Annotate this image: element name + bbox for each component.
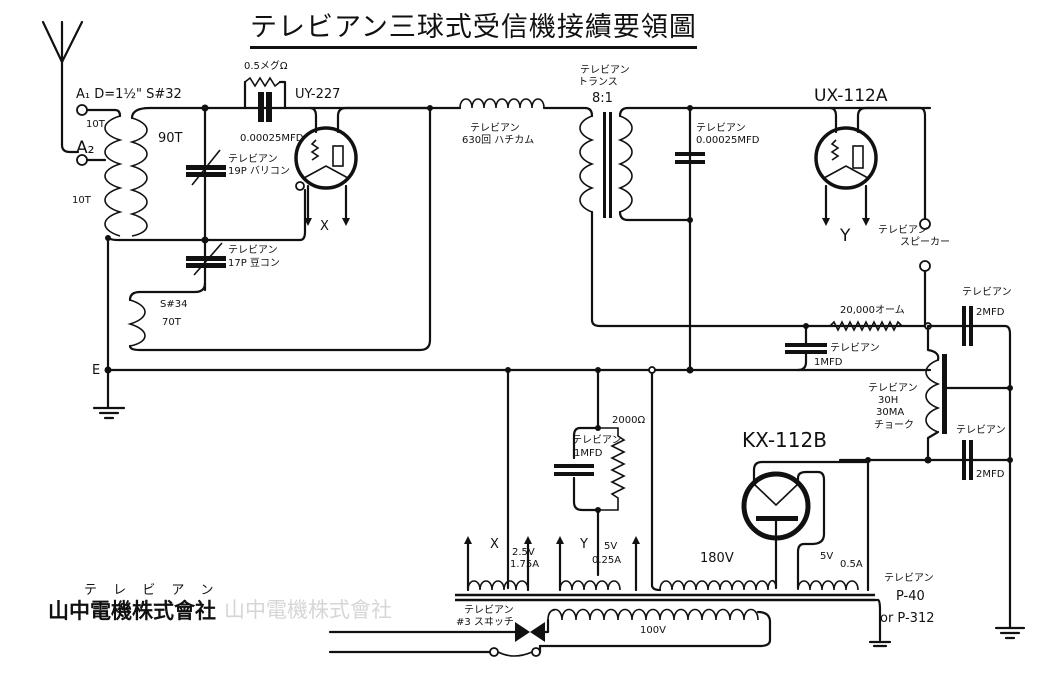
antenna-coil-primary (104, 115, 123, 237)
winding-rect-current: 0.5A (840, 559, 863, 570)
switch-label: #3 スヰッチ (456, 617, 514, 628)
terminal-a2-label: A₂ (76, 138, 95, 158)
cap-2mfd-bottom-value: 2MFD (976, 469, 1005, 480)
bias-cap-value: 1MFD (574, 448, 603, 459)
winding-y-voltage: 5V (604, 541, 618, 552)
winding-x-voltage: 2.5V (512, 547, 535, 558)
rf-choke-brand: テレビアン (470, 123, 520, 134)
company-name-faded: 山中電機株式會社 (224, 598, 392, 622)
af-choke-brand: テレビアン (868, 383, 918, 394)
cap-2mfd-top-value: 2MFD (976, 307, 1005, 318)
cap-1mfd-brand: テレビアン (830, 343, 880, 354)
winding-x-label: X (490, 537, 499, 552)
terminal-a1 (76, 104, 88, 116)
transformer-type: トランス (578, 77, 618, 88)
power-transformer-primary: 100V (640, 625, 666, 636)
grid-leak-value: 0.5メグΩ (244, 61, 288, 72)
bias-resistor (598, 427, 626, 511)
transformer-brand: テレビアン (580, 65, 630, 76)
winding-x-current: 1.75A (510, 559, 540, 570)
company-furigana: テ レ ビ ア ン (84, 583, 220, 598)
speaker-terminal-2 (919, 260, 931, 272)
bias-cap-brand: テレビアン (572, 435, 622, 446)
speaker-brand: テレビアン (878, 225, 928, 236)
af-choke-current: 30MA (876, 407, 905, 418)
company-name: 山中電機株式會社 (48, 598, 216, 623)
antenna-coil-spec: A₁ D=1½" S#32 (76, 87, 182, 102)
primary-a1-turns: 10T (86, 119, 105, 130)
power-transformer-brand: テレビアン (884, 573, 934, 584)
tube-kx112b-icon (741, 460, 870, 590)
regen-capacitor-symbol (186, 242, 226, 276)
tube1-filament-label: X (320, 219, 329, 234)
tube1-name: UY-227 (295, 87, 341, 102)
winding-rect-voltage: 5V (820, 551, 834, 562)
tuning-cap-value: 19P バリコン (228, 166, 290, 177)
rectifier-name: KX-112B (742, 428, 827, 452)
bias-resistor-value: 2000Ω (612, 415, 646, 426)
tickler-turns: 70T (162, 317, 181, 328)
ground-icon-right (994, 626, 1026, 640)
rf-choke-coil (459, 98, 545, 109)
primary-a2-turns: 10T (72, 195, 91, 206)
switch-brand: テレビアン (464, 605, 514, 616)
grid-leak-resistor (244, 76, 281, 88)
bypass-cap-brand: テレビアン (696, 123, 746, 134)
cap-1mfd-value: 1MFD (814, 357, 843, 368)
power-transformer (455, 460, 875, 648)
antenna-icon (41, 20, 84, 154)
transformer-ratio: 8:1 (592, 91, 613, 106)
tuning-capacitor-symbol (186, 149, 226, 186)
power-transformer-alt-model: or P-312 (880, 611, 935, 626)
regen-cap-value: 17P 豆コン (228, 258, 280, 269)
af-transformer (579, 106, 932, 222)
winding-y-current: 0.25A (592, 555, 622, 566)
tube2-name: UX-112A (814, 86, 888, 106)
cap-2mfd-bottom-brand: テレビアン (956, 425, 1006, 436)
tube-ux112a-icon (814, 106, 927, 226)
tube-uy227-icon (294, 106, 432, 226)
grid-capacitor-plate (258, 92, 264, 122)
secondary-turns: 90T (158, 131, 183, 146)
regen-cap-brand: テレビアン (228, 245, 278, 256)
switch-icon (515, 622, 530, 642)
tickler-coil (127, 299, 146, 347)
af-choke (925, 324, 947, 462)
diagram-title: テレビアン三球式受信機接續要領圖 (250, 14, 697, 49)
speaker-terminal-1 (919, 218, 931, 230)
af-choke-type: チョーク (874, 420, 914, 431)
resistor-20k-value: 20,000オーム (840, 305, 905, 316)
af-choke-inductance: 30H (878, 395, 899, 406)
power-transformer-model: P-40 (896, 589, 925, 604)
rf-choke-value: 630回 ハチカム (462, 135, 535, 146)
cap-2mfd-top-brand: テレビアン (962, 287, 1012, 298)
winding-hv-voltage: 180V (700, 551, 734, 566)
ground-label: E (92, 363, 101, 378)
ground-icon-left (92, 406, 126, 420)
resistor-20k (829, 320, 903, 332)
tuning-cap-brand: テレビアン (228, 154, 278, 165)
bypass-cap-value: 0.00025MFD (696, 135, 760, 146)
speaker-label: スピーカー (900, 237, 950, 248)
tickler-spec: S#34 (160, 299, 188, 310)
grid-cap-value: 0.00025MFD (240, 133, 304, 144)
winding-y-label: Y (580, 537, 588, 552)
tube2-filament-label: Y (840, 226, 851, 246)
